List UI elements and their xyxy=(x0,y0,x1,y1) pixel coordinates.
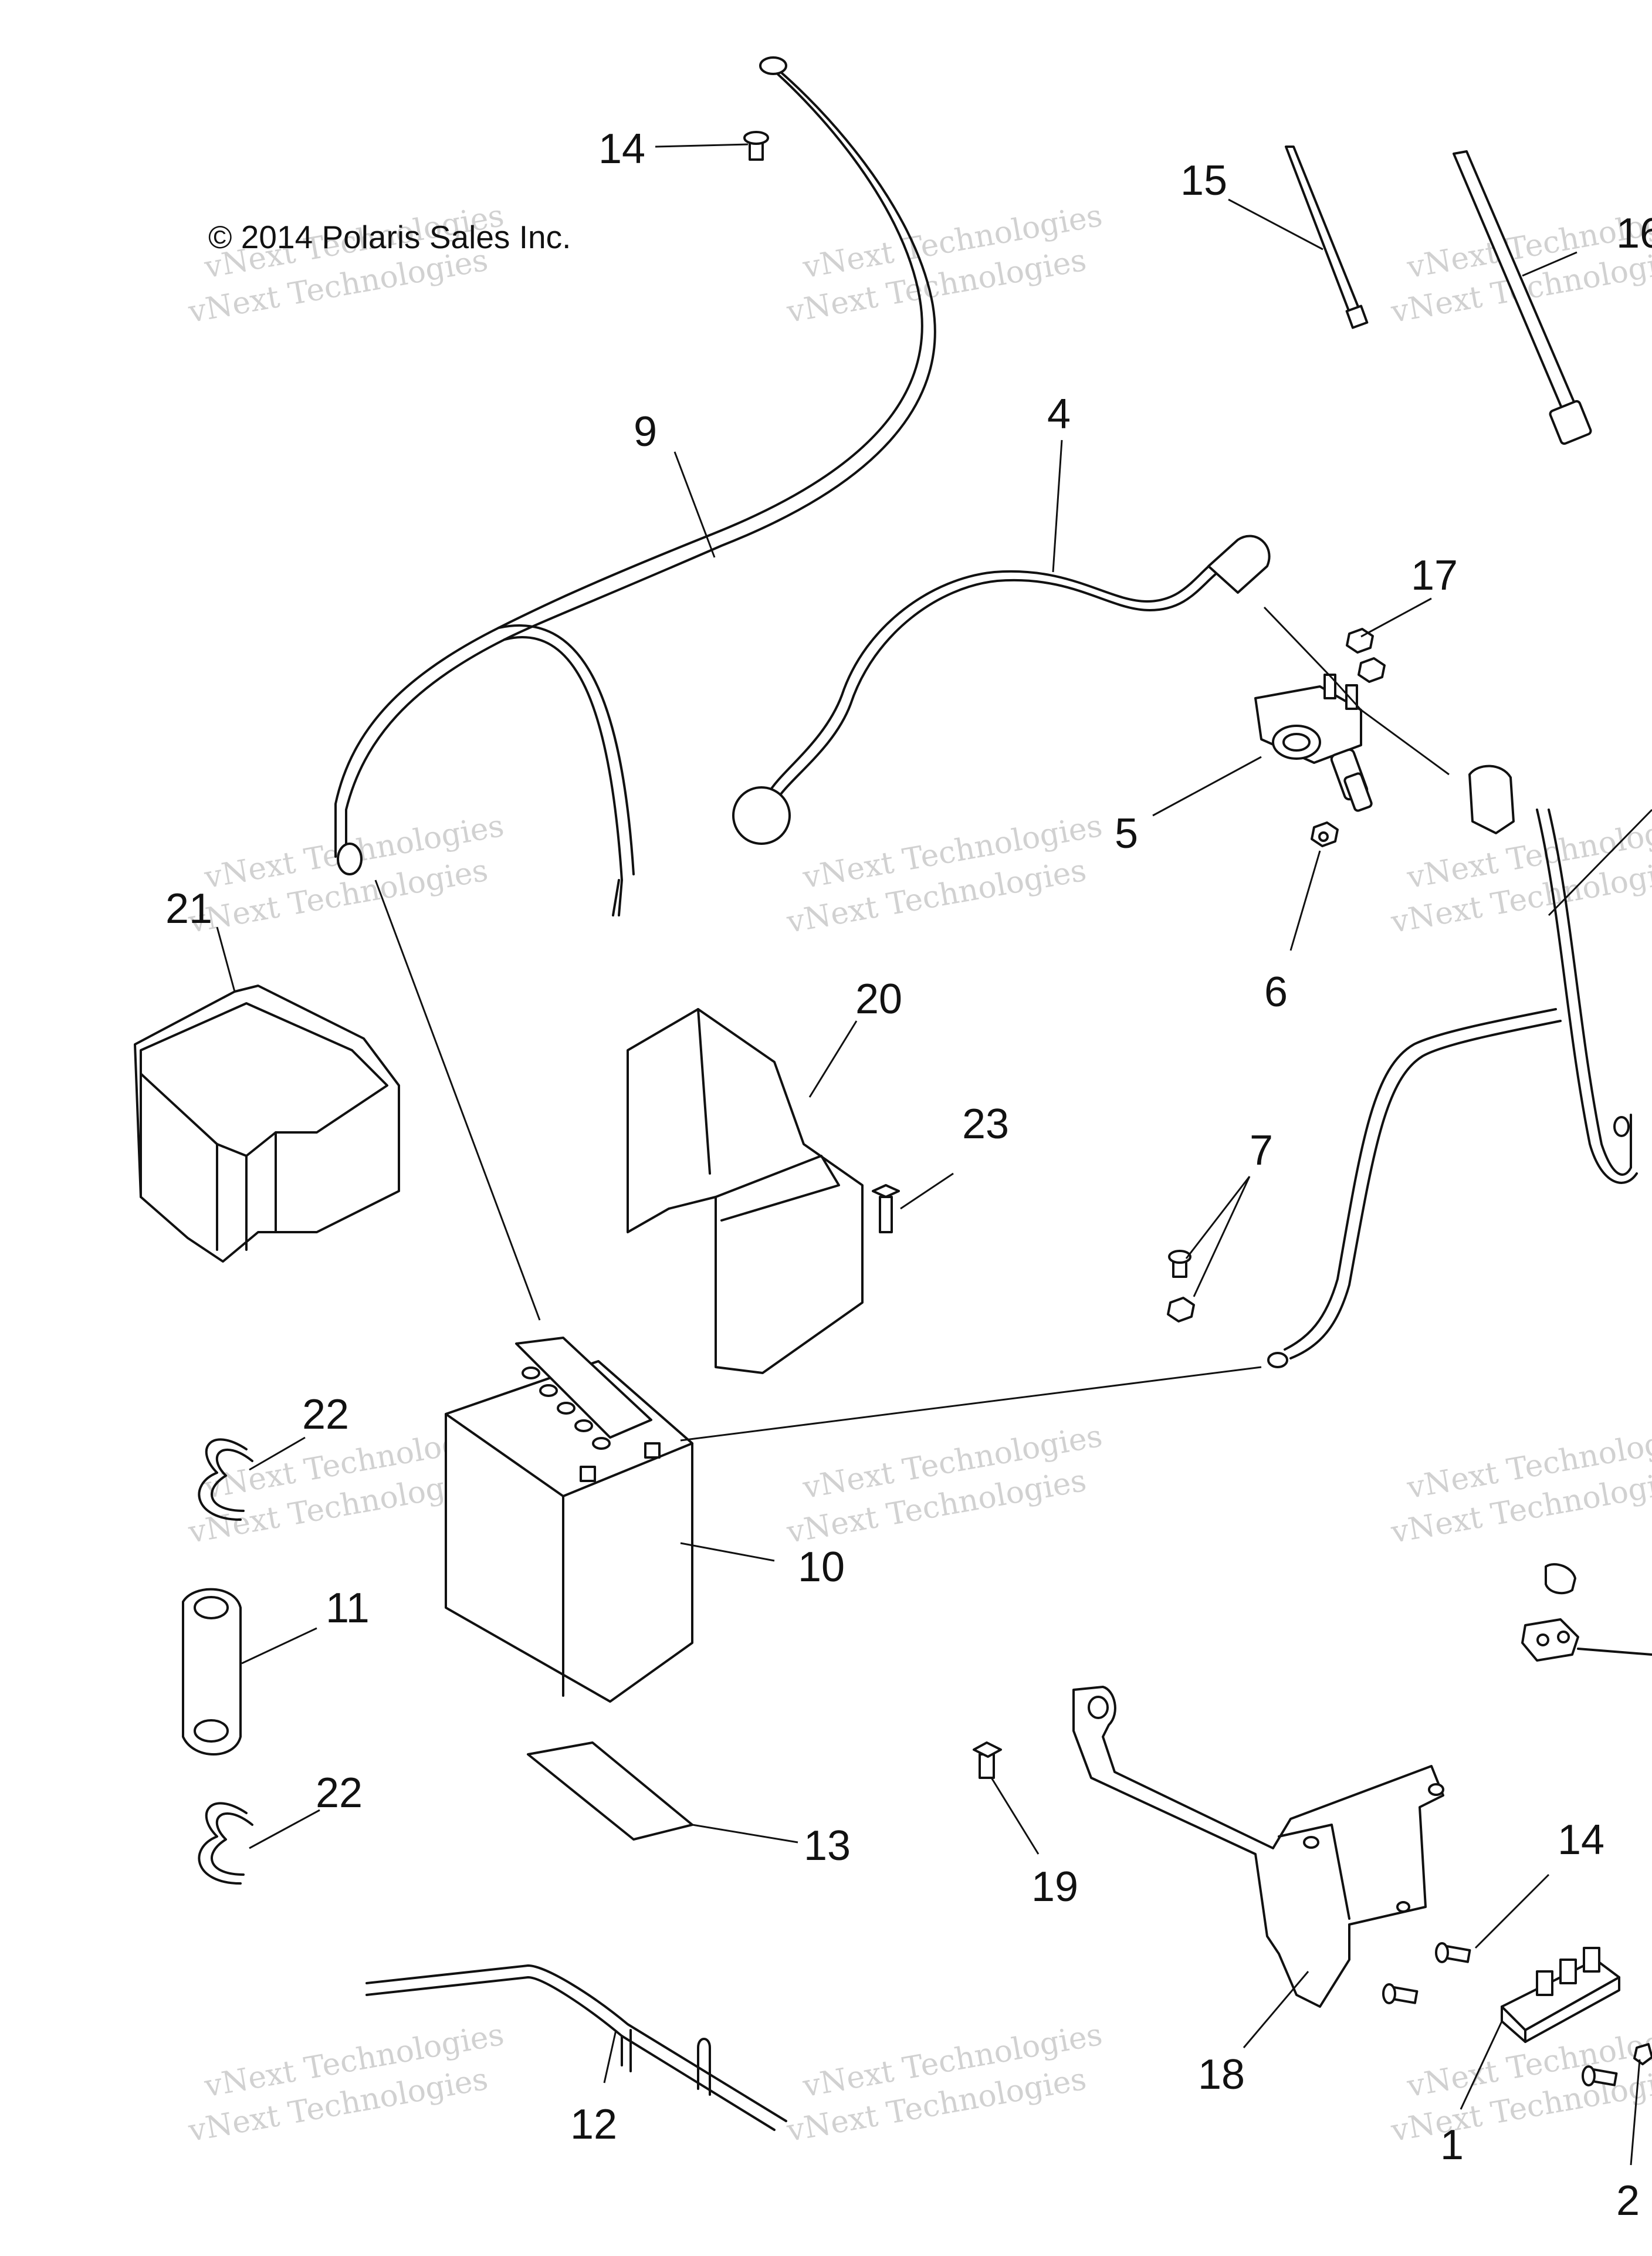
part-22-clip-bottom xyxy=(198,1802,253,1885)
callout-18: 18 xyxy=(1198,2051,1245,2098)
watermark: vNext Technologies vNext Technologies xyxy=(784,809,1105,941)
callout-14-top: 14 xyxy=(598,126,645,173)
leader-lines xyxy=(216,143,1652,2166)
part-14-bolts-lower xyxy=(1382,1942,1618,2086)
part-5-solenoid xyxy=(1254,674,1373,812)
watermark: vNext Technologies vNext Technologies xyxy=(1388,198,1652,330)
part-17-nuts xyxy=(1346,628,1386,683)
callout-4: 4 xyxy=(1047,391,1071,438)
callout-11: 11 xyxy=(326,1585,370,1632)
callout-12: 12 xyxy=(570,2101,617,2148)
callout-13: 13 xyxy=(804,1822,851,1869)
part-11-strap xyxy=(182,1588,242,1756)
part-1-terminal-block xyxy=(1501,1947,1620,2043)
callout-7: 7 xyxy=(1250,1127,1273,1174)
callout-1: 1 xyxy=(1440,2122,1464,2169)
callout-17: 17 xyxy=(1411,552,1458,599)
part-18-bracket xyxy=(1072,1686,1444,2008)
callout-labels: 14 15 16 9 4 17 5 6 21 20 23 7 22 10 11 … xyxy=(165,126,1652,2224)
callout-6: 6 xyxy=(1264,969,1288,1016)
part-bracket-right xyxy=(1521,1563,1652,1662)
watermark: vNext Technologies vNext Technologies xyxy=(784,198,1105,330)
callout-15: 15 xyxy=(1180,157,1227,204)
part-13-label xyxy=(527,1741,693,1841)
part-3-cable-right xyxy=(1267,765,1638,1368)
callout-22-bottom: 22 xyxy=(316,1770,363,1817)
copyright-text: © 2014 Polaris Sales Inc. xyxy=(208,219,571,255)
callout-2: 2 xyxy=(1616,2177,1640,2224)
part-23-screw xyxy=(872,1184,900,1233)
watermark: vNext Technologies vNext Technologies xyxy=(784,1419,1105,1551)
callout-23: 23 xyxy=(962,1101,1009,1148)
part-12-rod xyxy=(365,1964,787,2131)
callout-22-top: 22 xyxy=(302,1391,349,1438)
part-20-shield xyxy=(627,1008,864,1374)
part-15-cable-tie xyxy=(1285,146,1369,329)
callout-10: 10 xyxy=(798,1544,845,1591)
part-22-clip-top xyxy=(198,1438,253,1521)
part-2-nut xyxy=(1633,2043,1652,2065)
callout-21: 21 xyxy=(165,885,212,932)
watermark: vNext Technologies vNext Technologies xyxy=(1388,1419,1652,1551)
callout-16: 16 xyxy=(1616,210,1652,257)
part-9-battery-cable xyxy=(334,56,936,916)
callout-14-bottom: 14 xyxy=(1558,1817,1604,1863)
part-4-cable xyxy=(732,535,1271,845)
callout-5: 5 xyxy=(1115,810,1138,857)
callout-20: 20 xyxy=(855,976,902,1023)
part-16-cable-tie xyxy=(1453,150,1592,445)
watermark: vNext Technologies vNext Technologies xyxy=(784,2017,1105,2149)
watermark: vNext Technologies vNext Technologies xyxy=(185,2017,506,2149)
part-10-battery xyxy=(445,1337,693,1703)
part-19-screw xyxy=(973,1741,1002,1779)
part-7-bolt-nut xyxy=(1167,1250,1195,1323)
part-6-nut xyxy=(1311,821,1339,847)
callout-19: 19 xyxy=(1031,1863,1078,1910)
part-14-bolt-top xyxy=(743,131,769,161)
part-21-battery-cover xyxy=(134,985,400,1263)
watermark: vNext Technologies vNext Technologies xyxy=(1388,809,1652,941)
callout-9: 9 xyxy=(634,408,657,455)
